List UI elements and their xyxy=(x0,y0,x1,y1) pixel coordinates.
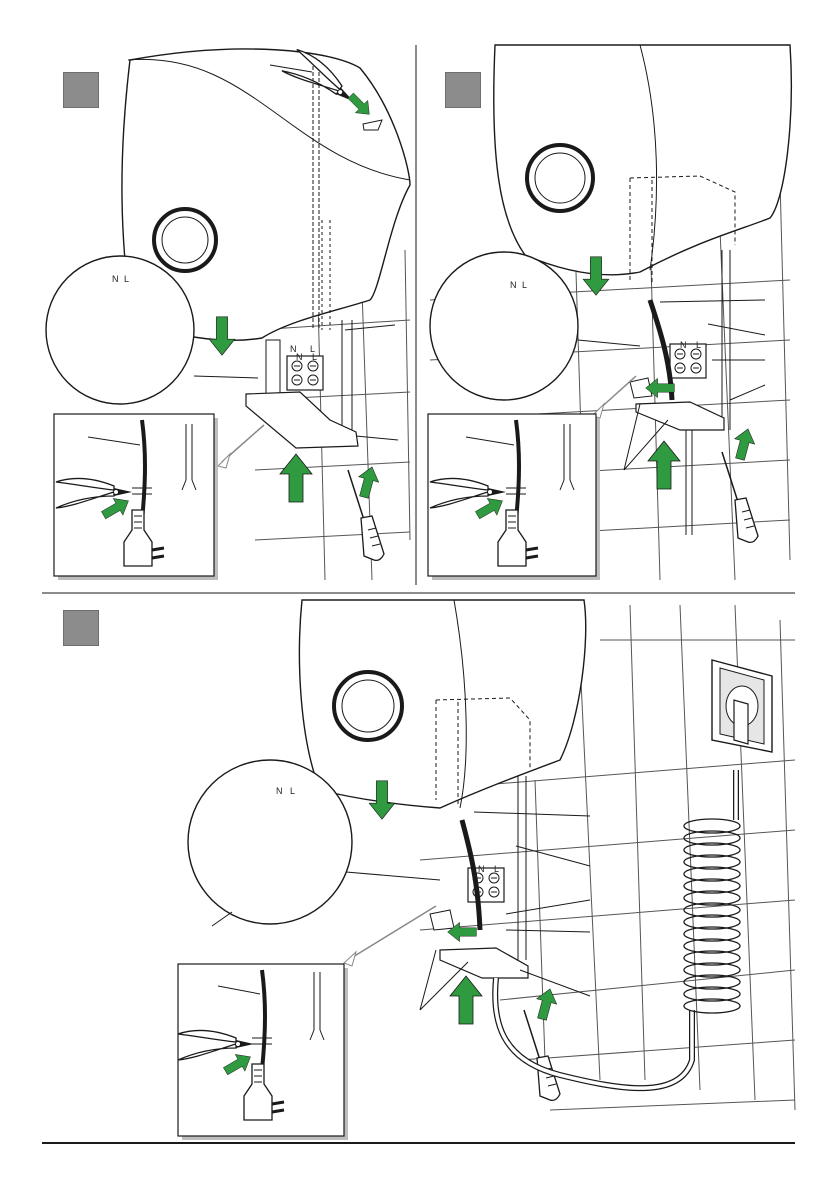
inspection-window xyxy=(527,145,593,211)
terminal-L-1: L xyxy=(312,352,317,362)
terminal-L-2: L xyxy=(696,340,701,350)
zoom-label-L: L xyxy=(124,274,129,284)
panel-step-3: N L xyxy=(178,600,795,1140)
screwdriver-icon xyxy=(722,452,758,542)
zoom-label-N: N xyxy=(112,274,119,284)
cover-plate xyxy=(246,392,358,448)
panel-step-1: N L N L xyxy=(46,47,410,580)
arrow-icon xyxy=(450,976,482,1024)
arrow-icon xyxy=(648,441,680,489)
terminal-N-3: N xyxy=(478,864,485,874)
step-3-badge xyxy=(63,610,99,646)
zoom-label-L: L xyxy=(290,786,295,796)
terminal-block xyxy=(287,356,323,390)
terminal-L-3: L xyxy=(494,864,499,874)
zoom-circle xyxy=(46,256,194,404)
arrow-icon xyxy=(280,454,312,502)
wall-socket-icon xyxy=(712,660,772,752)
step-2-badge xyxy=(445,72,481,108)
cable xyxy=(495,978,692,1088)
cover-plate xyxy=(636,402,724,430)
panel-step-2: N L xyxy=(428,45,791,580)
step-1-badge xyxy=(63,72,99,108)
cover-plate xyxy=(440,948,528,978)
zoom-circle xyxy=(430,252,578,400)
terminal-N-1: N xyxy=(296,352,303,362)
zoom-label-N: N xyxy=(510,280,517,290)
zoom-label-L: L xyxy=(522,280,527,290)
terminal-N-2: N xyxy=(680,340,687,350)
inspection-window xyxy=(334,672,402,740)
zoom-circle xyxy=(188,760,352,924)
inspection-window xyxy=(154,209,216,271)
zoom-label-N: N xyxy=(276,786,283,796)
screwdriver-icon xyxy=(524,1010,560,1100)
